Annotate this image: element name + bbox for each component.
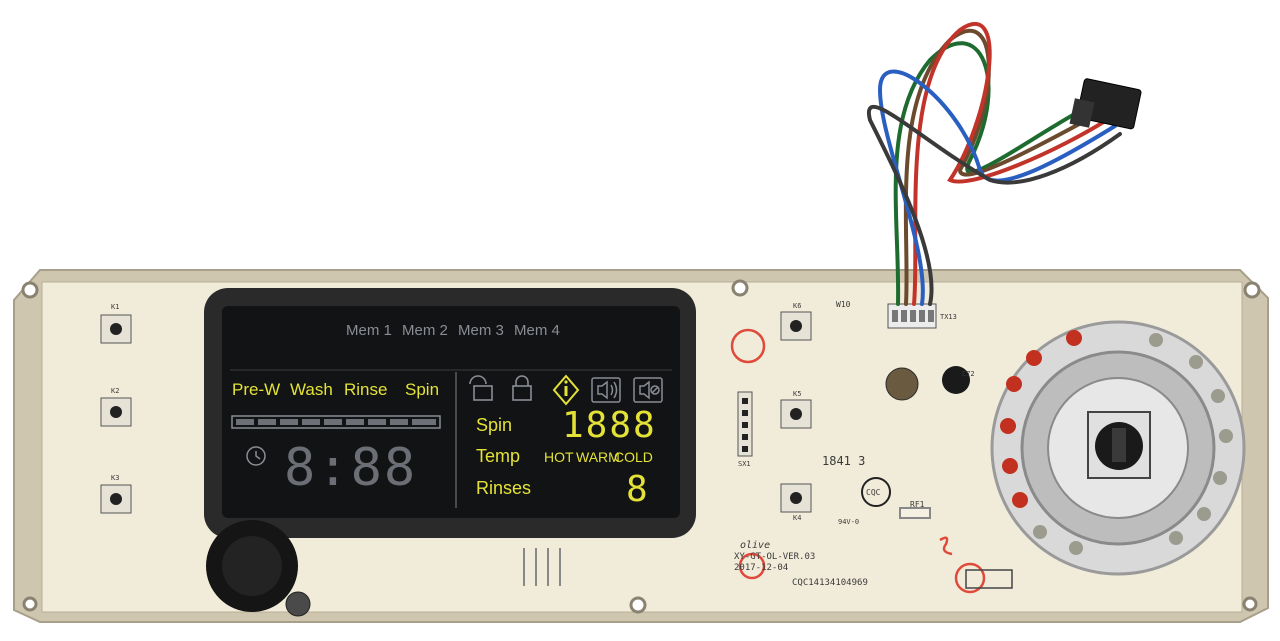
rinses-label: Rinses (476, 478, 532, 498)
time-readout: 8:88 (284, 438, 418, 498)
sound-off-icon (633, 377, 663, 403)
encoder-knob (1087, 411, 1151, 479)
connector-sx1 (737, 391, 753, 457)
silk-k5: K5 (793, 390, 802, 398)
silk-k2: K2 (111, 387, 120, 395)
silk-k1: K1 (111, 303, 120, 311)
silk-date: 2017-12-04 (734, 563, 789, 573)
silk-version: XY-GT-OL-VER.03 (734, 552, 816, 562)
silk-brand: olive (740, 540, 771, 551)
clock-icon (246, 446, 266, 466)
phase-label-spin: Spin (405, 380, 440, 399)
mounting-holes (21, 279, 1261, 614)
silk-w10: W10 (836, 300, 851, 309)
silk-serial: CQC14134104969 (792, 578, 868, 588)
resistors (523, 507, 931, 586)
sound-on-icon (591, 377, 621, 403)
silk-cqc: CQC (866, 488, 881, 497)
buzzer (206, 520, 298, 612)
phase-label-rinse: Rinse (344, 380, 388, 399)
mem-label-1: Mem 1 (346, 322, 392, 339)
silk-sx1: SX1 (738, 460, 751, 468)
lock-icon (512, 375, 532, 401)
temp-option-cold: COLD (614, 449, 653, 465)
key-switches-left (100, 314, 132, 514)
phase-label-prewash: Pre-W (232, 380, 281, 399)
info-diamond-icon (552, 374, 580, 406)
unlock-icon (469, 375, 493, 401)
temp-label: Temp (476, 446, 521, 466)
wire-plug (1069, 78, 1142, 130)
mem-label-3: Mem 3 (458, 322, 504, 339)
silk-k6: K6 (793, 302, 802, 310)
wire-harness (866, 21, 1122, 306)
silk-k4: K4 (793, 514, 802, 522)
temp-option-hot: HOT (544, 449, 574, 465)
silk-c72: C72 (962, 370, 975, 378)
key-switches-middle (780, 311, 812, 513)
temp-option-warm: WARM (576, 449, 620, 465)
connector-tx13 (887, 303, 937, 329)
silk-batch: 1841 3 (822, 454, 866, 468)
warning-sticker (965, 569, 1013, 589)
phase-label-wash: Wash (290, 380, 333, 399)
rinses-readout: 8 (626, 469, 650, 510)
marker-annotations (730, 328, 986, 594)
mem-label-4: Mem 4 (514, 322, 560, 339)
spin-readout: 1888 (562, 405, 657, 446)
progress-bar (231, 415, 441, 429)
silk-k3: K3 (111, 474, 120, 482)
silk-tx13: TX13 (940, 313, 957, 321)
dial-leds (1000, 330, 1233, 555)
cqc-logo-circle (861, 477, 891, 507)
spin-label: Spin (476, 415, 513, 435)
capacitor (285, 366, 970, 617)
mem-label-2: Mem 2 (402, 322, 448, 339)
silk-rf1: RF1 (910, 500, 925, 509)
lcd-panel (222, 306, 680, 518)
silk-rating: 94V-0 (838, 518, 860, 526)
